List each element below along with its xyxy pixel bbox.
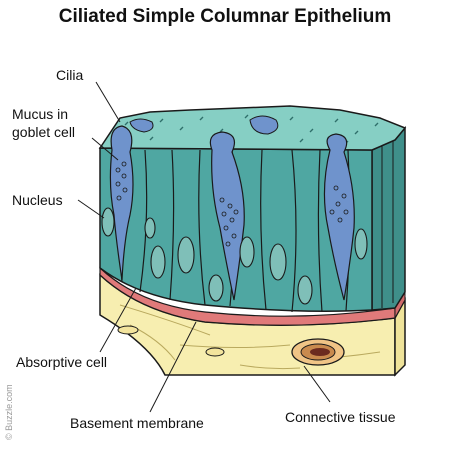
label-mucus-line1: Mucus in	[12, 106, 68, 122]
nuclei	[101, 207, 368, 305]
side-cell-boundaries	[381, 141, 394, 308]
connective-cell	[117, 325, 139, 335]
leader-lines	[77, 81, 331, 413]
goblet-cell	[323, 133, 355, 301]
watermark: © Buzzle.com	[4, 384, 14, 440]
label-absorptive-cell: Absorptive cell	[16, 354, 107, 370]
goblet-cell	[109, 125, 134, 281]
epithelium-side-face	[371, 125, 406, 311]
diagram-title: Ciliated Simple Columnar Epithelium	[58, 6, 392, 27]
label-connective-tissue: Connective tissue	[285, 409, 396, 425]
mucus-blob	[249, 115, 279, 135]
label-nucleus: Nucleus	[12, 192, 63, 208]
blood-vessel-lumen	[310, 348, 330, 356]
label-basement-membrane: Basement membrane	[70, 415, 204, 431]
connective-cell	[205, 347, 225, 357]
mucus-blob	[129, 118, 154, 133]
label-cilia: Cilia	[56, 67, 83, 83]
mucus-granules	[115, 161, 349, 247]
label-mucus-line2: goblet cell	[12, 124, 75, 140]
goblet-cell	[209, 131, 245, 301]
